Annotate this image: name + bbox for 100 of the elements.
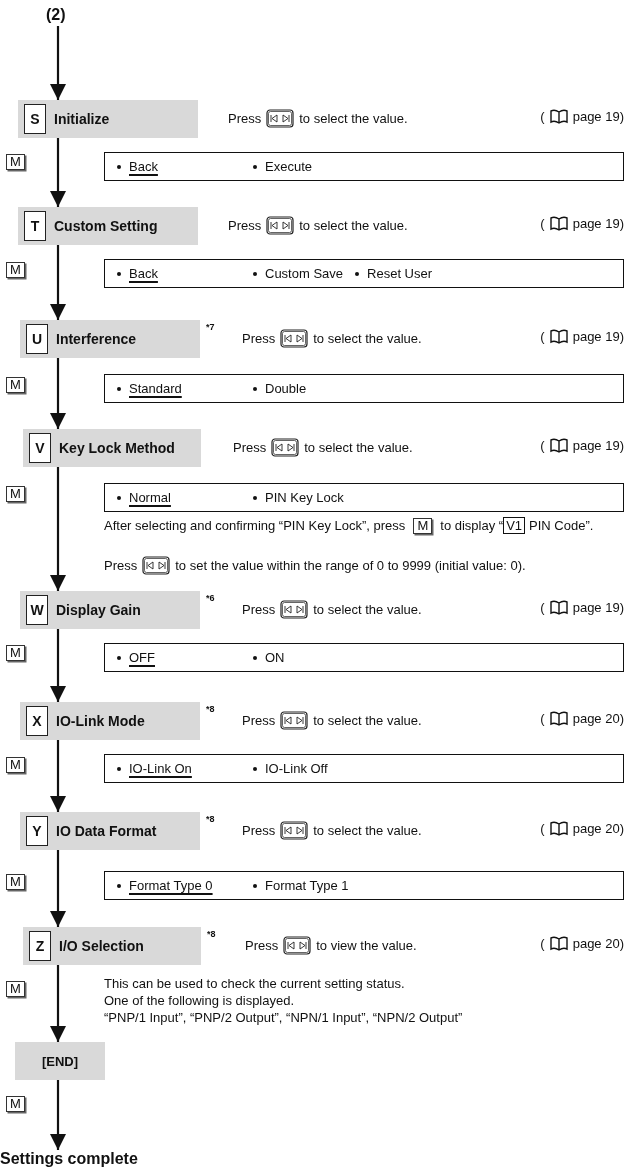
step-title: Display Gain [56, 602, 141, 618]
mode-key: M [6, 376, 25, 393]
option: Execute [251, 159, 312, 174]
instruction-text: Press [228, 111, 262, 126]
footnote-mark: *6 [206, 593, 215, 603]
page-ref-text: page 20) [572, 711, 624, 726]
mode-key: M [6, 756, 25, 773]
page-ref-text: ( [540, 711, 545, 726]
display-code: V1 [503, 517, 526, 534]
step-title: IO Data Format [56, 823, 157, 839]
instruction-text: to view the value. [316, 938, 417, 953]
step-title: Key Lock Method [59, 440, 175, 456]
note-text: This can be used to check the current setting status. [104, 976, 406, 991]
footnote-mark: *8 [206, 814, 215, 824]
step-box [18, 207, 198, 245]
instruction-text: Press [245, 938, 279, 953]
note-text: PIN Code”. [529, 518, 594, 533]
mode-key: M [6, 644, 25, 661]
step-box [20, 812, 200, 850]
page-ref-text: page 19) [572, 329, 624, 344]
instruction-text: to select the value. [313, 823, 422, 838]
step-letter: S [24, 104, 46, 134]
step-letter: X [26, 706, 48, 736]
footnote-mark: *8 [207, 929, 216, 939]
default-option: Back [115, 159, 247, 174]
option: Reset User [353, 266, 433, 281]
step-box [20, 320, 200, 358]
options-box [104, 259, 624, 288]
page-ref-text: page 20) [572, 936, 624, 951]
default-option: Standard [115, 381, 247, 396]
instruction-text: to select the value. [299, 218, 408, 233]
instruction-text: to select the value. [299, 111, 408, 126]
options-box [104, 754, 624, 783]
instruction-text: to select the value. [304, 440, 413, 455]
step-box [20, 591, 200, 629]
default-option: OFF [115, 650, 247, 665]
step-letter: W [26, 595, 48, 625]
footnote-mark: *8 [206, 704, 215, 714]
step-letter: V [29, 433, 51, 463]
mode-key: M [6, 1095, 25, 1112]
flow-arrow [50, 629, 66, 702]
flow-arrow [50, 740, 66, 812]
flow-label: (2) [46, 6, 66, 24]
footnote-mark: *7 [206, 322, 215, 332]
step-letter: Z [29, 931, 51, 961]
options-box [104, 374, 624, 403]
step-letter: U [26, 324, 48, 354]
instruction-text: Press [233, 440, 267, 455]
mode-key: M [413, 517, 433, 534]
step-box [20, 702, 200, 740]
note-text: to display “ [440, 518, 504, 533]
page-ref-text: ( [540, 438, 545, 453]
instruction-text: Press [242, 602, 276, 617]
page-ref-text: ( [540, 936, 545, 951]
options-box [104, 871, 624, 900]
option: Format Type 1 [251, 878, 349, 893]
step-title: Initialize [54, 111, 110, 127]
instruction-text: to select the value. [313, 713, 422, 728]
page-ref-text: ( [540, 329, 545, 344]
flow-arrow [50, 467, 66, 591]
note-text: Press [104, 558, 138, 573]
step-title: I/O Selection [59, 938, 144, 954]
note-text: to set the value within the range of 0 to 9999 (initial value: 0). [175, 558, 526, 573]
step-box [18, 100, 198, 138]
options-box [104, 483, 624, 512]
step-title: IO-Link Mode [56, 713, 145, 729]
page-ref-text: page 19) [572, 109, 624, 124]
default-option: Normal [115, 490, 247, 505]
step-letter: T [24, 211, 46, 241]
flow-arrow [50, 358, 66, 429]
note-text: One of the following is displayed. [104, 993, 296, 1008]
default-option: Back [115, 266, 247, 281]
default-option: IO-Link On [115, 761, 247, 776]
step-box [23, 429, 201, 467]
instruction-text: Press [242, 713, 276, 728]
instruction-text: Press [228, 218, 262, 233]
flow-arrow [50, 965, 66, 1042]
option: ON [251, 650, 285, 665]
step-box [23, 927, 201, 965]
option: Custom Save [251, 266, 344, 281]
flow-label: Settings complete [0, 1150, 138, 1168]
step-title: Interference [56, 331, 137, 347]
instruction-text: to select the value. [313, 331, 422, 346]
mode-key: M [6, 485, 25, 502]
step-title: Custom Setting [54, 218, 158, 234]
flow-arrow [50, 850, 66, 927]
flow-arrow [50, 245, 66, 320]
end-box: [END] [15, 1042, 105, 1080]
mode-key: M [6, 153, 25, 170]
mode-key: M [6, 261, 25, 278]
flow-arrow [50, 138, 66, 207]
flow-arrow [50, 1080, 66, 1150]
page-ref-text: page 19) [572, 438, 624, 453]
page-ref-text: page 20) [572, 821, 624, 836]
page-ref-text: ( [540, 216, 545, 231]
option: Double [251, 381, 307, 396]
page-ref-text: ( [540, 821, 545, 836]
options-box [104, 643, 624, 672]
page-ref-text: page 19) [572, 600, 624, 615]
step-letter: Y [26, 816, 48, 846]
